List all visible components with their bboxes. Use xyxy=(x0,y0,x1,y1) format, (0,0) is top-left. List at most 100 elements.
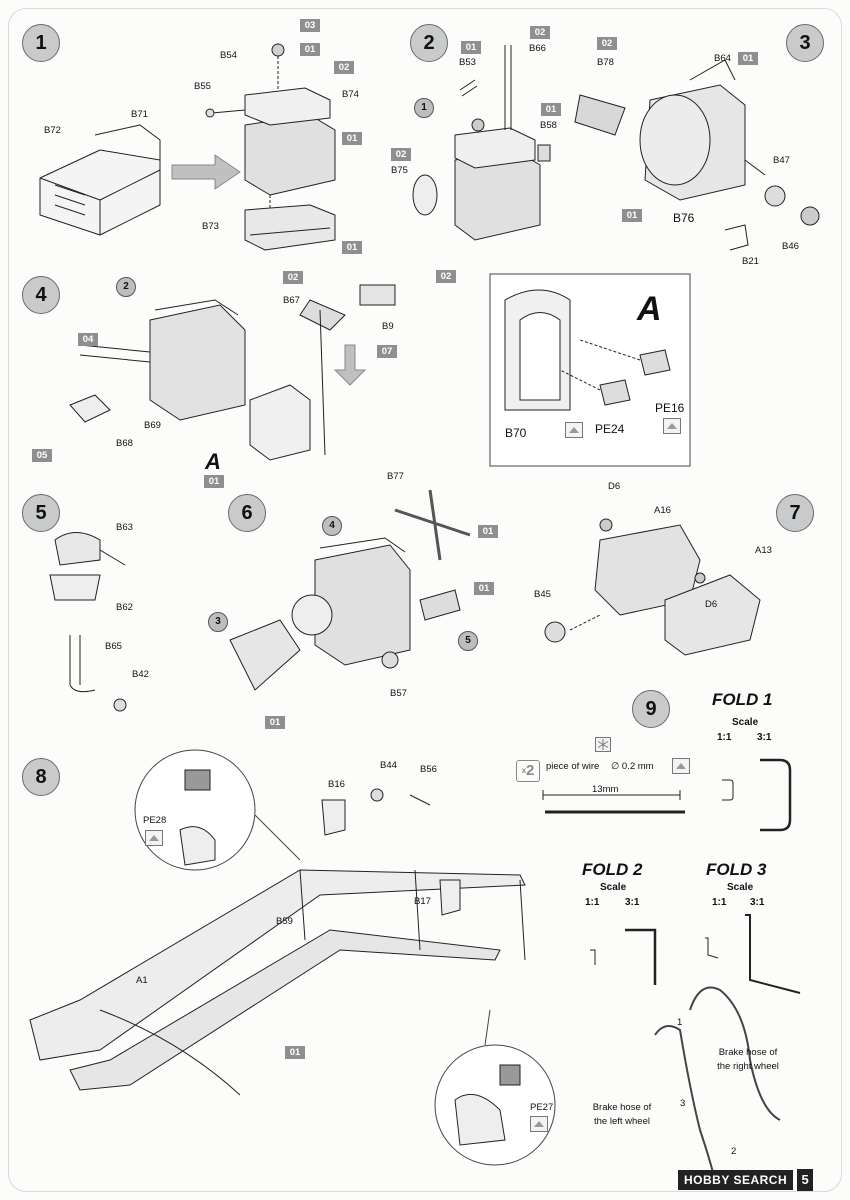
color-code: 03 xyxy=(300,19,320,32)
hose-number-1: 1 xyxy=(677,1017,683,1028)
quantity-x2-badge: x2 xyxy=(516,760,540,782)
fold2-scale: Scale xyxy=(600,882,627,893)
fold2-ratio-1: 1:1 xyxy=(585,897,600,908)
color-code: 07 xyxy=(377,345,397,358)
step9-drawing xyxy=(542,758,801,1181)
color-code: 01 xyxy=(300,43,320,56)
part-label: A16 xyxy=(654,505,671,516)
part-label: D6 xyxy=(705,599,718,610)
part-label: B59 xyxy=(276,916,293,927)
part-label: B72 xyxy=(44,125,61,136)
step4-drawing xyxy=(69,284,396,461)
part-label: B9 xyxy=(382,321,394,332)
subassembly-ref-4: 4 xyxy=(322,516,342,536)
color-code: 01 xyxy=(622,209,642,222)
part-label: B42 xyxy=(132,669,149,680)
step-number-2: 2 xyxy=(410,24,448,62)
step-number-9: 9 xyxy=(632,690,670,728)
step3-drawing xyxy=(574,59,820,251)
step5-drawing xyxy=(49,532,127,712)
part-label: B47 xyxy=(773,155,790,166)
left-hose-label-line1: Brake hose of xyxy=(592,1102,652,1113)
photo-etch-icon xyxy=(145,830,163,846)
wire-note: piece of wire xyxy=(546,761,600,772)
part-label: B58 xyxy=(540,120,557,131)
snowflake-icon xyxy=(595,737,611,752)
photo-etch-icon xyxy=(565,422,583,438)
fold3-title: FOLD 3 xyxy=(706,860,767,879)
subassembly-ref-2: 2 xyxy=(116,277,136,297)
step-number-4: 4 xyxy=(22,276,60,314)
photo-etch-icon xyxy=(672,758,690,774)
part-label: B55 xyxy=(194,81,211,92)
part-label: B45 xyxy=(534,589,551,600)
color-code: 01 xyxy=(265,716,285,729)
step8-drawing xyxy=(29,749,556,1166)
fold1-scale: Scale xyxy=(732,717,759,728)
part-label: B44 xyxy=(380,760,397,771)
part-label: B70 xyxy=(505,426,527,440)
color-code: 02 xyxy=(334,61,354,74)
part-label: B74 xyxy=(342,89,359,100)
fold1-ratio-3: 3:1 xyxy=(757,732,772,743)
part-label: B62 xyxy=(116,602,133,613)
part-label: B76 xyxy=(673,211,695,225)
part-label: B65 xyxy=(105,641,122,652)
part-label: B64 xyxy=(714,53,731,64)
callout-a-letter: A xyxy=(205,449,221,474)
part-label: B73 xyxy=(202,221,219,232)
color-code: 01 xyxy=(461,41,481,54)
part-label: A13 xyxy=(755,545,772,556)
part-label: A1 xyxy=(136,975,148,986)
left-hose-label-line2: the left wheel xyxy=(594,1116,650,1127)
page-number: 5 xyxy=(797,1169,814,1191)
part-label: D6 xyxy=(608,481,621,492)
part-label: B67 xyxy=(283,295,300,306)
step1-drawing xyxy=(39,43,336,251)
part-label: B21 xyxy=(742,256,759,267)
color-code: 01 xyxy=(342,241,362,254)
detail-a-box xyxy=(489,273,691,467)
fold3-ratio-1: 1:1 xyxy=(712,897,727,908)
color-code: 01 xyxy=(204,475,224,488)
part-label: B57 xyxy=(390,688,407,699)
part-label: PE16 xyxy=(655,401,685,415)
page-frame xyxy=(8,8,842,1192)
part-label: B53 xyxy=(459,57,476,68)
subassembly-ref-1: 1 xyxy=(414,98,434,118)
step-number-6: 6 xyxy=(228,494,266,532)
watermark-brand: HOBBY SEARCH xyxy=(678,1170,794,1190)
part-label: B56 xyxy=(420,764,437,775)
part-label: B75 xyxy=(391,165,408,176)
photo-etch-icon xyxy=(530,1116,548,1132)
color-code: 02 xyxy=(436,270,456,283)
part-label: B46 xyxy=(782,241,799,252)
color-code: 01 xyxy=(478,525,498,538)
subassembly-ref-5: 5 xyxy=(458,631,478,651)
color-code: 01 xyxy=(285,1046,305,1059)
part-label: B68 xyxy=(116,438,133,449)
part-label: B17 xyxy=(414,896,431,907)
step-number-8: 8 xyxy=(22,758,60,796)
part-label: B63 xyxy=(116,522,133,533)
wire-length: 13mm xyxy=(592,784,619,795)
step-number-1: 1 xyxy=(22,24,60,62)
part-label: B66 xyxy=(529,43,546,54)
part-label: PE24 xyxy=(595,422,625,436)
step7-drawing xyxy=(544,518,761,656)
fold2-ratio-3: 3:1 xyxy=(625,897,640,908)
subassembly-ref-3: 3 xyxy=(208,612,228,632)
step-number-5: 5 xyxy=(22,494,60,532)
color-code: 01 xyxy=(738,52,758,65)
part-label: B77 xyxy=(387,471,404,482)
color-code: 01 xyxy=(541,103,561,116)
step-number-3: 3 xyxy=(786,24,824,62)
color-code: 01 xyxy=(342,132,362,145)
hose-number-3: 3 xyxy=(680,1098,686,1109)
fold3-ratio-3: 3:1 xyxy=(750,897,765,908)
quantity-value: 2 xyxy=(526,762,535,779)
fold1-ratio-1: 1:1 xyxy=(717,732,732,743)
hobby-search-watermark: HOBBY SEARCH 5 xyxy=(678,1169,814,1191)
wire-diameter: ∅ 0.2 mm xyxy=(611,761,654,772)
